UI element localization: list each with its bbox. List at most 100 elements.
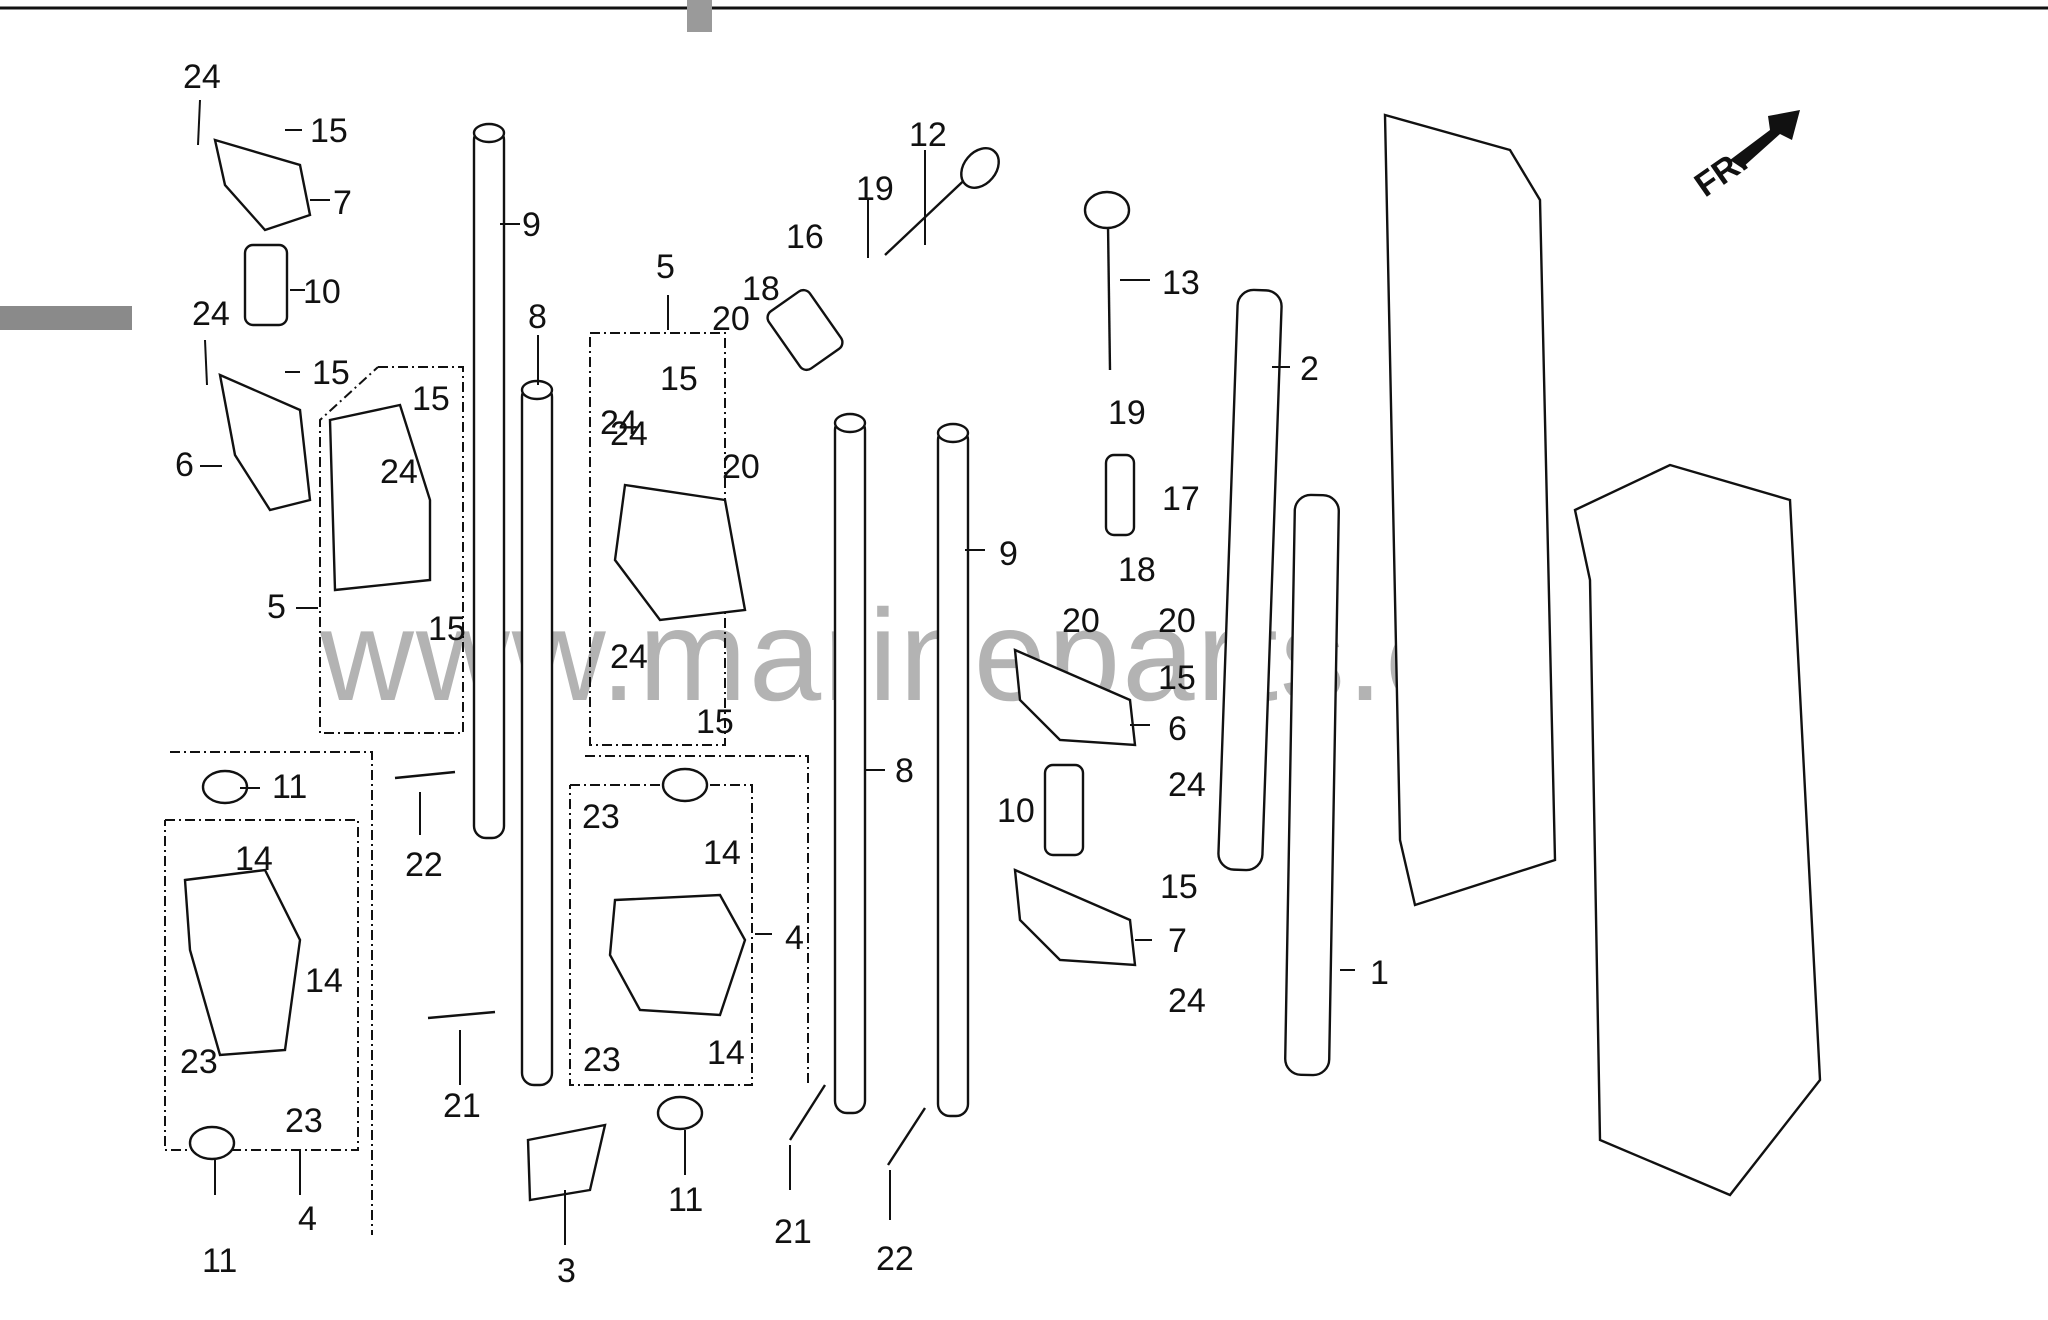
rocker-shaft-9-right	[936, 426, 970, 1118]
valves	[884, 147, 1131, 371]
callout-label-15: 15	[696, 703, 734, 741]
callout-label-7: 7	[1168, 922, 1187, 960]
bolt-22-lower	[886, 1107, 927, 1166]
callout-label-6: 6	[175, 446, 194, 484]
camshafts	[1217, 288, 1340, 1077]
bracket-3	[526, 1123, 607, 1202]
callout-label-15: 15	[1160, 868, 1198, 906]
frame-rocker-group-left	[319, 366, 464, 734]
callout-label-24: 24	[610, 415, 648, 453]
callout-label-17: 17	[1162, 480, 1200, 518]
cylinder-heads	[1383, 113, 1822, 1197]
callout-label-24: 24	[1168, 766, 1206, 804]
rocker-arm-7-lower	[1013, 868, 1137, 967]
rocker-shafts	[472, 122, 970, 1118]
callout-label-11: 11	[668, 1181, 703, 1219]
front-direction-indicator: FR.	[1688, 110, 1800, 205]
callout-label-11: 11	[272, 768, 307, 806]
callout-label-4: 4	[785, 919, 804, 957]
callout-label-9: 9	[999, 535, 1018, 573]
callout-label-20: 20	[1062, 602, 1100, 640]
spring-17	[1104, 453, 1136, 537]
callout-label-16: 16	[786, 218, 824, 256]
callout-label-14: 14	[703, 834, 741, 872]
callout-label-9: 9	[522, 206, 541, 244]
spring-10-upper	[243, 243, 289, 327]
callout-labels: 2415710241565241515249851524241520201816…	[175, 58, 1389, 1290]
callout-label-23: 23	[180, 1043, 218, 1081]
rocker-arm-6-lower	[1013, 648, 1137, 747]
bolt-22-upper	[394, 770, 456, 780]
seal-11-d	[188, 1125, 236, 1161]
callout-label-14: 14	[235, 840, 273, 878]
callout-label-6: 6	[1168, 710, 1187, 748]
rocker-arm-set-5-center	[613, 483, 747, 622]
callout-label-23: 23	[583, 1041, 621, 1079]
callout-label-20: 20	[712, 300, 750, 338]
callout-label-18: 18	[742, 270, 780, 308]
callout-label-24: 24	[610, 638, 648, 676]
callout-label-7: 7	[333, 184, 352, 222]
callout-label-5: 5	[267, 588, 286, 626]
camshaft-2	[1217, 288, 1283, 872]
callout-label-20: 20	[1158, 602, 1196, 640]
cylinder-head-lower	[1573, 463, 1822, 1197]
callout-label-21: 21	[774, 1213, 812, 1251]
valve-12	[884, 169, 976, 256]
callout-label-18: 18	[1118, 551, 1156, 589]
callout-label-4: 4	[298, 1200, 317, 1238]
callout-label-24: 24	[600, 404, 638, 442]
callout-label-21: 21	[443, 1087, 481, 1125]
front-arrow-icon	[1730, 110, 1800, 168]
callout-label-23: 23	[285, 1102, 323, 1140]
callout-label-24: 24	[380, 453, 418, 491]
callout-label-5: 5	[656, 248, 675, 286]
scan-mark-left	[0, 306, 132, 330]
camshaft-1	[1284, 493, 1340, 1077]
callout-label-20: 20	[722, 448, 760, 486]
callout-label-15: 15	[310, 112, 348, 150]
rocker-shaft-8-left	[520, 383, 554, 1087]
callout-label-22: 22	[405, 846, 443, 884]
spring-16	[766, 288, 844, 372]
cylinder-head-upper	[1383, 113, 1557, 907]
callout-label-15: 15	[660, 360, 698, 398]
frame-holder-left-inner	[164, 819, 359, 1151]
valve-13	[1106, 224, 1112, 371]
callout-label-14: 14	[305, 962, 343, 1000]
callout-label-24: 24	[1168, 982, 1206, 1020]
callout-label-15: 15	[312, 354, 350, 392]
callout-label-8: 8	[528, 298, 547, 336]
rocker-shaft-holder-left	[183, 868, 302, 1057]
rocker-arm-set-5-left	[328, 403, 432, 592]
frame-rocker-group-center	[589, 332, 726, 746]
callout-label-15: 15	[1158, 659, 1196, 697]
callout-label-22: 22	[876, 1240, 914, 1278]
rocker-shaft-9-left	[472, 126, 506, 840]
callout-label-19: 19	[856, 170, 894, 208]
callout-label-23: 23	[582, 798, 620, 836]
leader-lines	[197, 99, 1355, 1245]
scan-mark-top	[687, 0, 712, 32]
rocker-arm-7-upper	[213, 138, 312, 232]
callout-label-3: 3	[557, 1252, 576, 1290]
bolt-21-lower	[788, 1084, 827, 1141]
callout-label-24: 24	[192, 295, 230, 333]
callout-label-1: 1	[1370, 954, 1389, 992]
callout-label-10: 10	[303, 273, 341, 311]
callout-label-24: 24	[183, 58, 221, 96]
spring-10-lower	[1043, 763, 1085, 857]
rocker-shaft-holder-center	[608, 893, 747, 1017]
callout-label-15: 15	[428, 610, 466, 648]
bolt-21-upper	[427, 1010, 496, 1020]
seal-11-b	[661, 767, 709, 803]
callout-label-10: 10	[997, 792, 1035, 830]
callout-label-8: 8	[895, 752, 914, 790]
callout-label-12: 12	[909, 116, 947, 154]
seal-11-c	[656, 1095, 704, 1131]
callout-label-19: 19	[1108, 394, 1146, 432]
frame-holder-left-outer	[170, 751, 373, 1235]
small-parts	[183, 138, 1137, 1202]
